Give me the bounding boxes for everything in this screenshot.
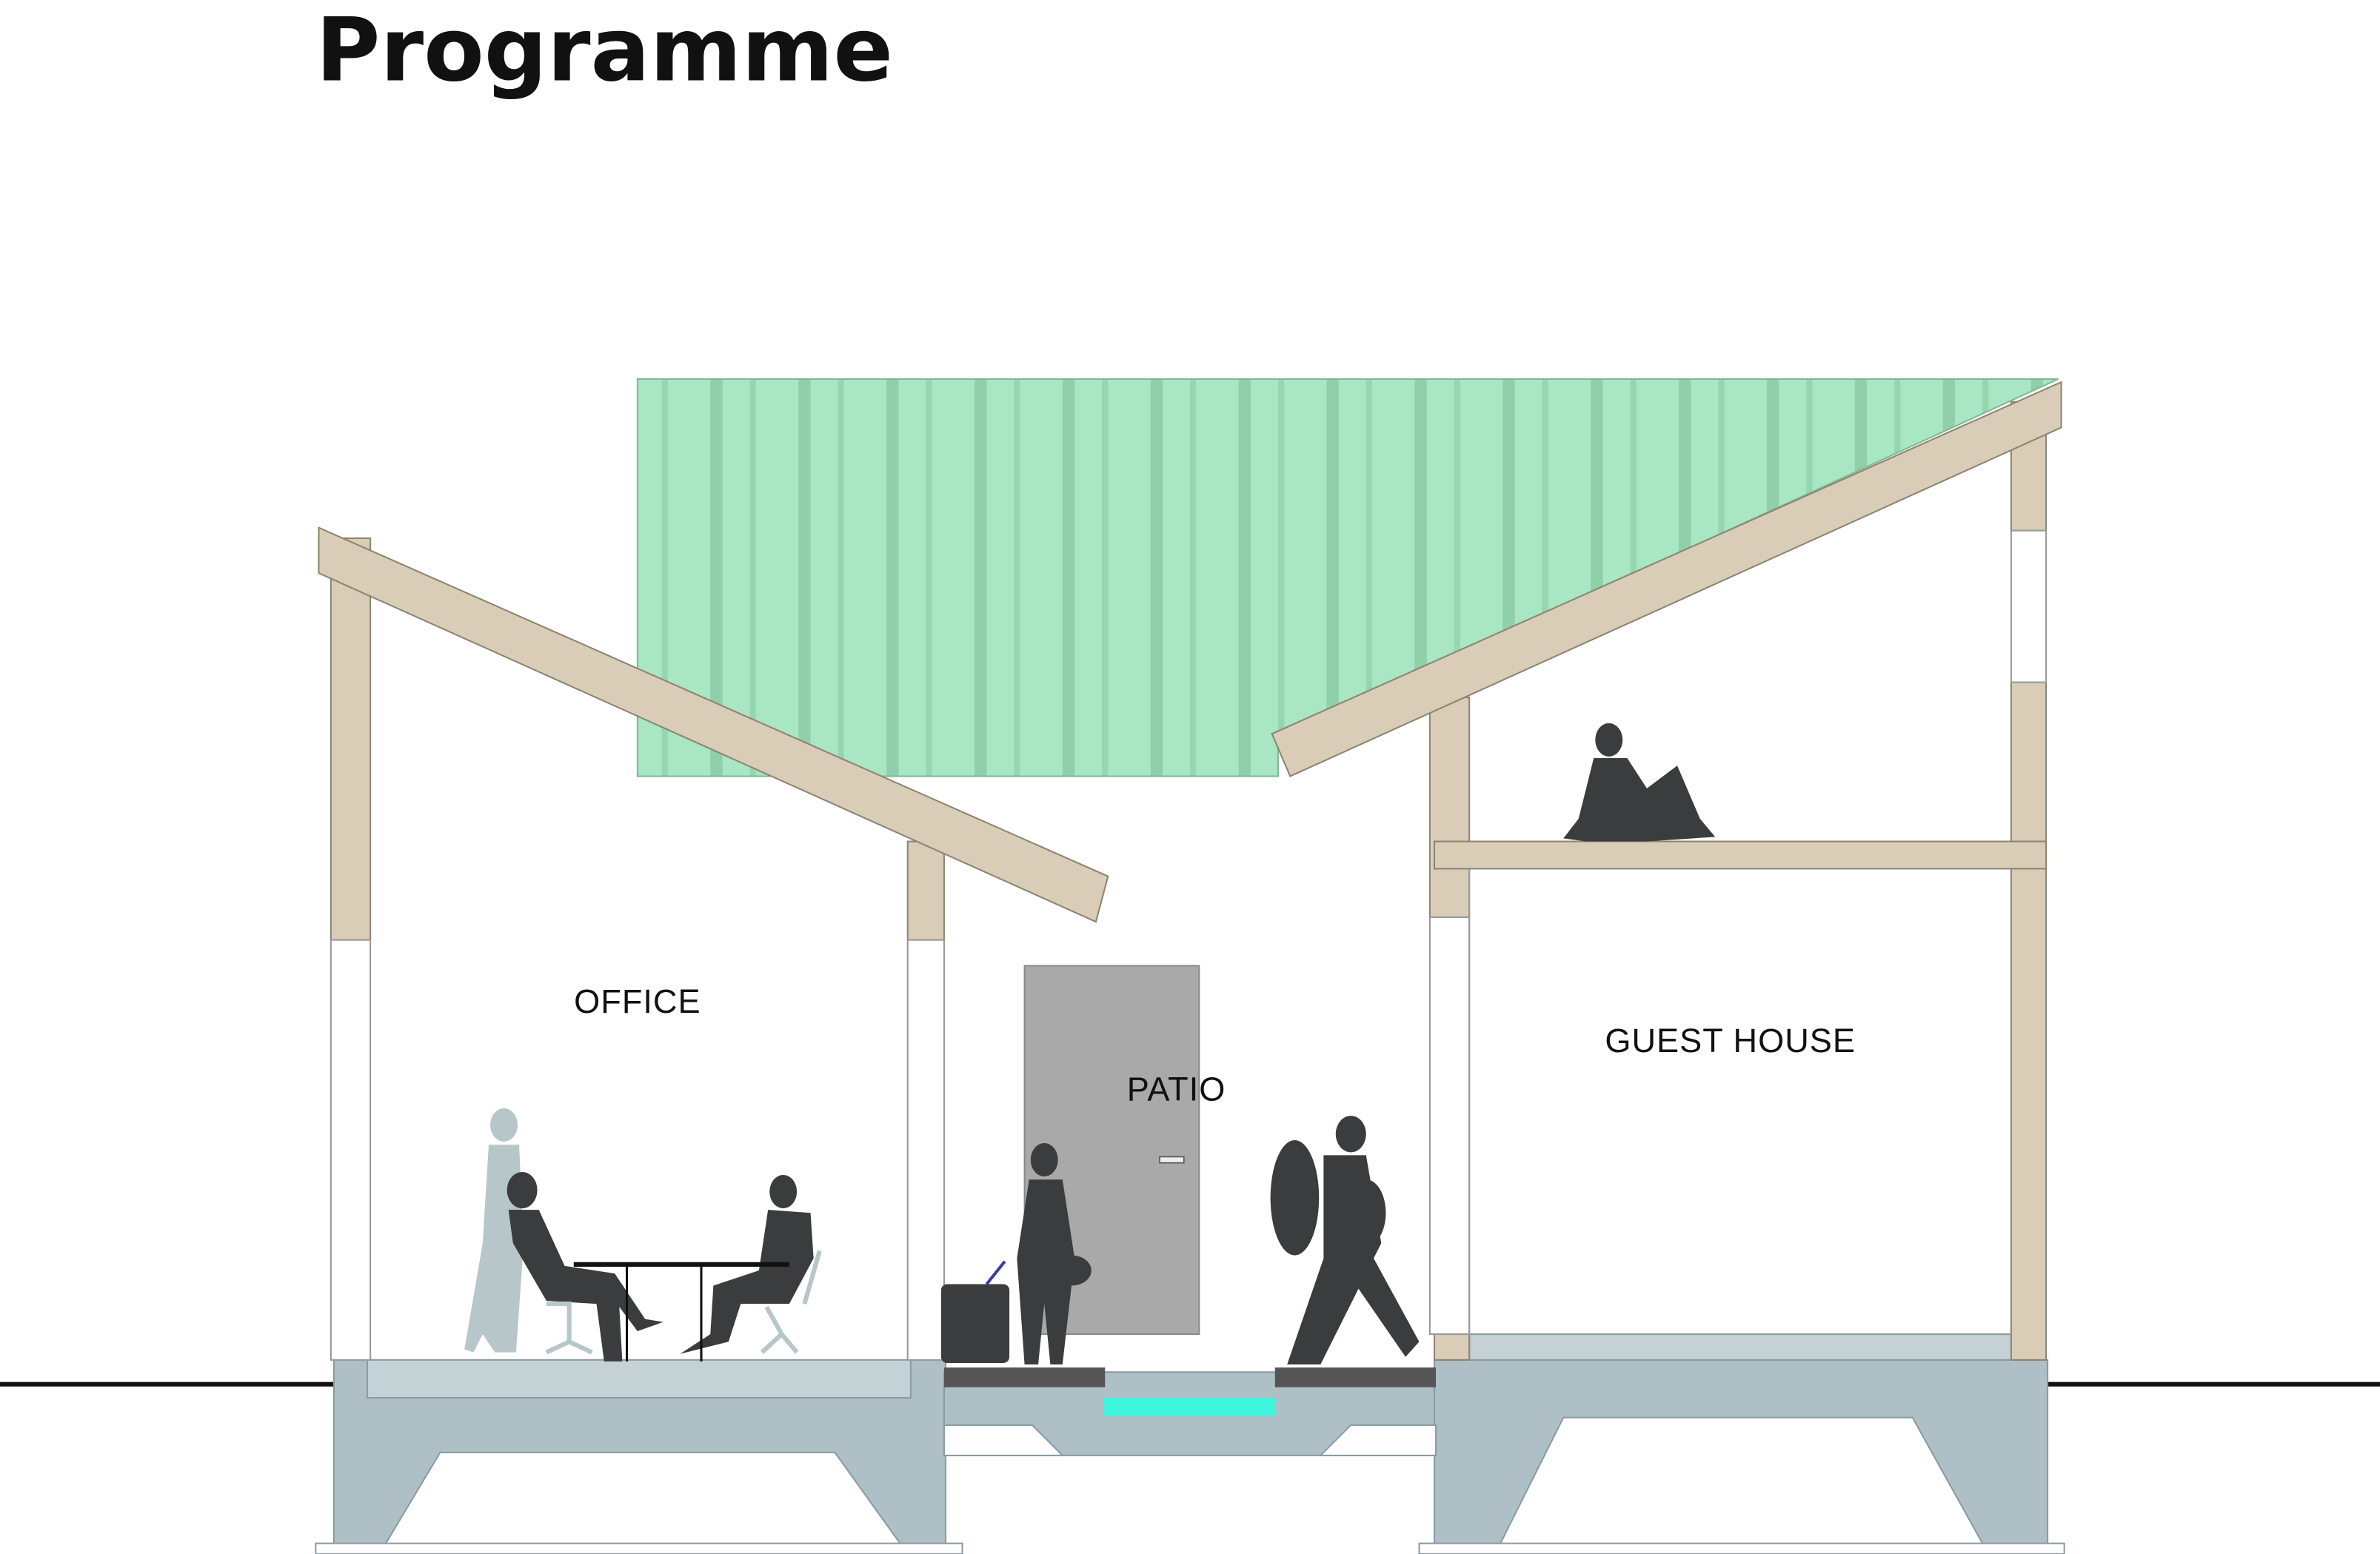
room-label-patio: PATIO [1127, 1071, 1226, 1108]
room-label-office: OFFICE [574, 982, 701, 1020]
backpacker-icon [1270, 1116, 1420, 1365]
person-reclining-icon [1563, 723, 1716, 842]
page-title: Programme [315, 0, 893, 102]
office-floor-slab [367, 1359, 912, 1399]
door-handle-icon [1159, 1156, 1185, 1164]
window-frames [330, 529, 2048, 1361]
timber-structure [318, 381, 2062, 1361]
office-table [573, 1262, 789, 1362]
guest-floor-slab [1468, 1333, 2013, 1361]
person-with-suitcase-icon [940, 1143, 1092, 1365]
office-chair-icon [545, 1250, 822, 1355]
patio-paving [943, 1367, 1106, 1387]
water-channel [1103, 1398, 1275, 1416]
person-seated-icon [507, 1171, 663, 1362]
patio-paving [1274, 1367, 1437, 1387]
room-label-guest-house: GUEST HOUSE [1605, 1022, 1856, 1059]
person-seated-icon [680, 1175, 814, 1354]
foundation-cavity [315, 1416, 2065, 1554]
